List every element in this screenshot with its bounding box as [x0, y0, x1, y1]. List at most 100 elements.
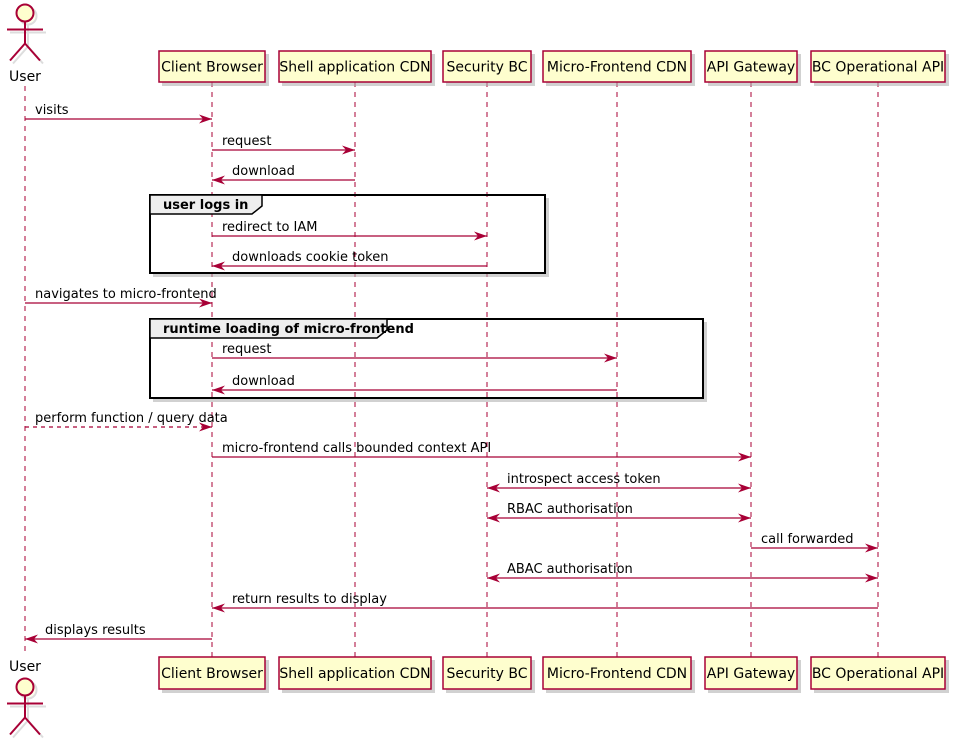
shadow — [945, 660, 949, 693]
shadow — [162, 689, 265, 693]
actor-leg-right — [24, 42, 41, 62]
shadow — [546, 82, 691, 86]
participant-label-shell-application-cdn-bottom: Shell application CDN — [279, 666, 430, 682]
actor-leg-left — [12, 45, 29, 65]
arrowhead-icon — [604, 353, 617, 363]
shadow — [431, 54, 435, 86]
shadow — [797, 660, 801, 693]
message-label-download: download — [232, 164, 295, 179]
participant-box-api-gateway-top — [704, 50, 798, 83]
shadow — [945, 54, 949, 86]
arrowhead-icon — [212, 385, 225, 395]
participant-label-client-browser-bottom: Client Browser — [161, 666, 263, 682]
arrowhead-icon — [212, 261, 225, 271]
actor-user-label-top: User — [9, 69, 41, 85]
message-label-micro-frontend-calls-bounded-context-api: micro-frontend calls bounded context API — [222, 441, 491, 456]
group-label: runtime loading of micro-frontend — [163, 322, 414, 337]
participant-box-security-bc-top — [442, 50, 532, 83]
message-label-navigates-to-micro-frontend: navigates to micro-frontend — [35, 287, 217, 302]
participant-box-bc-operational-api-top — [810, 50, 946, 83]
arrowhead-icon — [738, 513, 751, 523]
arrowhead-icon — [865, 543, 878, 553]
message-label-return-results-to-display: return results to display — [232, 592, 387, 607]
actor-leg-right — [24, 716, 41, 736]
shadow — [282, 689, 431, 693]
message-label-abac-authorisation: ABAC authorisation — [507, 562, 633, 577]
message-label-perform-function-query-data: perform function / query data — [35, 411, 228, 426]
arrowhead-icon — [487, 483, 500, 493]
participant-box-shell-application-cdn-top — [278, 50, 432, 83]
participant-label-micro-frontend-cdn-bottom: Micro-Frontend CDN — [547, 666, 687, 682]
shadow — [431, 660, 435, 693]
shadow — [708, 689, 797, 693]
message-label-download: download — [232, 374, 295, 389]
message-label-rbac-authorisation: RBAC authorisation — [507, 502, 633, 517]
shadow — [814, 82, 945, 86]
shadow — [153, 398, 703, 402]
shadow — [153, 273, 545, 277]
actor-head — [15, 3, 35, 23]
group-frame-runtime-loading-of-micro-frontend — [149, 318, 704, 399]
actor-user-figure-top — [7, 3, 43, 62]
shadow — [691, 660, 695, 693]
arrowhead-icon — [738, 483, 751, 493]
actor-leg-left — [12, 719, 29, 739]
arrowhead-icon — [342, 145, 355, 155]
actor-user-label-bottom: User — [9, 659, 41, 675]
message-label-call-forwarded: call forwarded — [761, 532, 854, 547]
group-header-runtime-loading-of-micro-frontend — [149, 318, 388, 339]
participant-label-security-bc-bottom: Security BC — [446, 666, 527, 682]
shadow — [546, 689, 691, 693]
actor-leg-left — [9, 42, 26, 62]
participant-label-api-gateway-bottom: API Gateway — [707, 666, 795, 682]
participant-label-micro-frontend-cdn-top: Micro-Frontend CDN — [547, 60, 687, 76]
message-label-visits: visits — [35, 103, 69, 118]
actor-head — [15, 677, 35, 697]
shadow — [265, 660, 269, 693]
arrowhead-icon — [865, 573, 878, 583]
message-label-introspect-access-token: introspect access token — [507, 472, 661, 487]
shadow — [446, 82, 531, 86]
participant-box-bc-operational-api-bottom — [810, 656, 946, 690]
shadow — [797, 54, 801, 86]
participant-label-bc-operational-api-top: BC Operational API — [812, 60, 944, 76]
arrowhead-icon — [199, 114, 212, 124]
actor-leg-left — [9, 716, 26, 736]
participant-box-micro-frontend-cdn-bottom — [542, 656, 692, 690]
arrowhead-icon — [738, 452, 751, 462]
message-label-request: request — [222, 342, 271, 357]
arrowhead-icon — [25, 634, 38, 644]
participant-label-api-gateway-top: API Gateway — [707, 60, 795, 76]
shadow — [162, 82, 265, 86]
shadow — [446, 689, 531, 693]
group-label: user logs in — [163, 198, 248, 213]
participant-box-api-gateway-bottom — [704, 656, 798, 690]
message-label-request: request — [222, 134, 271, 149]
arrowhead-icon — [487, 513, 500, 523]
arrowhead-icon — [199, 298, 212, 308]
participant-box-client-browser-top — [158, 50, 266, 83]
group-header-user-logs-in — [149, 194, 263, 215]
participant-label-security-bc-top: Security BC — [446, 60, 527, 76]
shadow — [282, 82, 431, 86]
shadow — [531, 660, 535, 693]
shadow — [691, 54, 695, 86]
shadow — [814, 689, 945, 693]
shadow — [265, 54, 269, 86]
arrowhead-icon — [212, 175, 225, 185]
participant-box-micro-frontend-cdn-top — [542, 50, 692, 83]
arrowhead-icon — [474, 231, 487, 241]
participant-label-client-browser-top: Client Browser — [161, 60, 263, 76]
shadow — [708, 82, 797, 86]
participant-label-shell-application-cdn-top: Shell application CDN — [279, 60, 430, 76]
participant-box-shell-application-cdn-bottom — [278, 656, 432, 690]
message-label-displays-results: displays results — [45, 623, 146, 638]
participant-box-client-browser-bottom — [158, 656, 266, 690]
arrowhead-icon — [212, 603, 225, 613]
arrowhead-icon — [199, 422, 212, 432]
shadow — [545, 198, 549, 277]
message-label-downloads-cookie-token: downloads cookie token — [232, 250, 388, 265]
participant-label-bc-operational-api-bottom: BC Operational API — [812, 666, 944, 682]
